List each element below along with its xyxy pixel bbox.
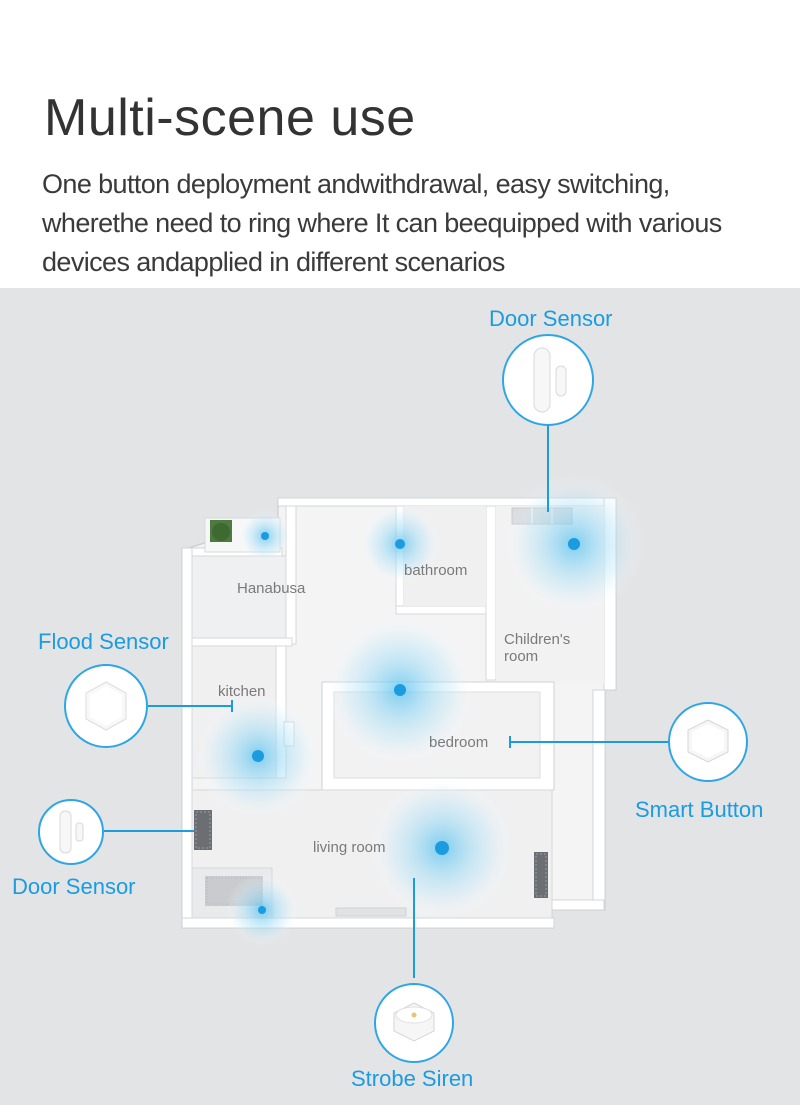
room-label-bathroom: bathroom [404,562,468,579]
door-sensor-top-device[interactable] [502,334,594,426]
room-label-bedroom: bedroom [429,734,489,751]
floor-plan-illustration [104,424,670,978]
room-label-childrens-room: Children's room [504,631,571,665]
strobe-siren-device[interactable] [374,983,454,1063]
smart-button-device[interactable] [668,702,748,782]
smart-button-label: Smart Button [635,797,764,822]
signal-waves [196,474,644,946]
room-label-hanabusa: Hanabusa [237,580,306,597]
page-title: Multi-scene use [44,89,416,147]
room-label-kitchen: kitchen [218,683,266,700]
flood-sensor-device[interactable] [64,664,148,748]
door-panel [194,810,212,850]
floor-plan-scene: Hanabusa bathroom Children's room kitche… [0,288,800,1105]
door-sensor-left-label: Door Sensor [12,874,136,899]
flood-sensor-icon [85,681,127,731]
strobe-siren-label: Strobe Siren [351,1066,474,1091]
connector-lines [104,424,670,978]
door-sensor-top-label: Door Sensor [489,306,613,331]
door-sensor-icon [59,810,84,854]
door-sensor-icon [533,347,567,413]
room-label-living-room: living room [313,839,386,856]
door-sensor-left-device[interactable] [38,799,104,865]
siren-icon [393,1002,435,1042]
flood-sensor-label: Flood Sensor [38,629,169,654]
header: Multi-scene use One button deployment an… [0,0,800,288]
smart-button-icon [687,719,729,763]
page-subtitle: One button deployment andwithdrawal, eas… [42,169,722,277]
